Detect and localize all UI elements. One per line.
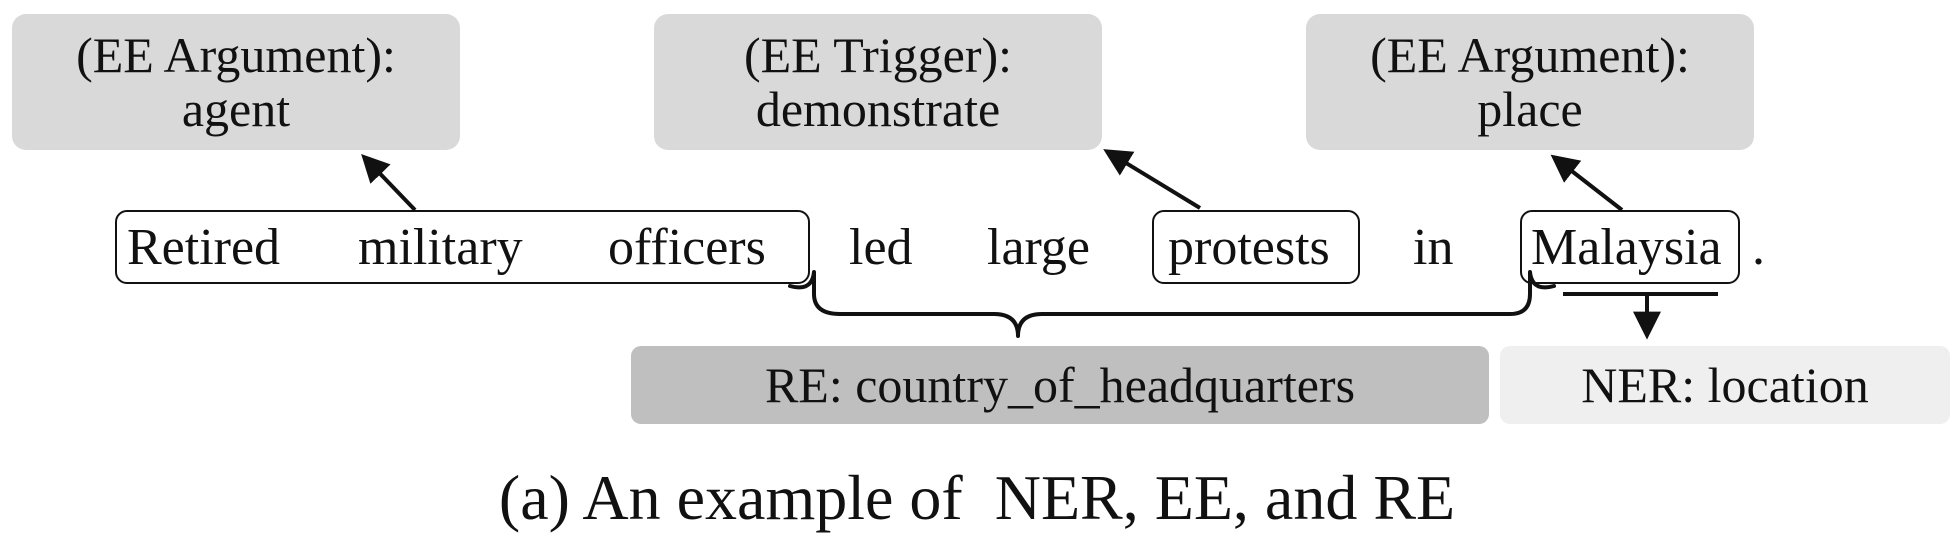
token-officers: officers <box>608 219 766 276</box>
arrow-to-agent <box>361 153 417 212</box>
re-label-text: RE: country_of_headquarters <box>764 357 1356 413</box>
span-box-agent <box>115 210 810 284</box>
token-led: led <box>849 219 913 276</box>
ner-label-box: NER: location <box>1500 346 1950 424</box>
ner-label-text: NER: location <box>1581 357 1869 413</box>
token-large: large <box>987 219 1090 276</box>
token-period: . <box>1752 219 1765 276</box>
ee-argument-place-role: place <box>1477 81 1583 137</box>
ee-trigger-box: (EE Trigger): demonstrate <box>654 14 1102 150</box>
token-protests: protests <box>1168 219 1330 276</box>
token-malaysia: Malaysia <box>1531 219 1722 276</box>
ee-trigger-heading: (EE Trigger): <box>743 27 1013 83</box>
token-military: military <box>358 219 523 276</box>
ee-argument-agent-heading: (EE Argument): <box>76 27 396 83</box>
relation-brace <box>788 270 1556 338</box>
ee-argument-place-heading: (EE Argument): <box>1370 27 1690 83</box>
token-retired: Retired <box>127 219 281 276</box>
arrow-to-place <box>1550 154 1624 212</box>
ee-argument-place-box: (EE Argument): place <box>1306 14 1754 150</box>
span-box-place <box>1520 210 1740 284</box>
span-box-trigger <box>1152 210 1360 284</box>
arrow-to-trigger <box>1103 149 1202 210</box>
re-label-box: RE: country_of_headquarters <box>631 346 1489 424</box>
ee-trigger-type: demonstrate <box>755 81 1001 137</box>
ee-argument-agent-box: (EE Argument): agent <box>12 14 460 150</box>
ee-argument-agent-role: agent <box>181 81 291 137</box>
figure-caption: (a) An example of NER, EE, and RE <box>498 462 1456 533</box>
token-in: in <box>1413 219 1454 276</box>
